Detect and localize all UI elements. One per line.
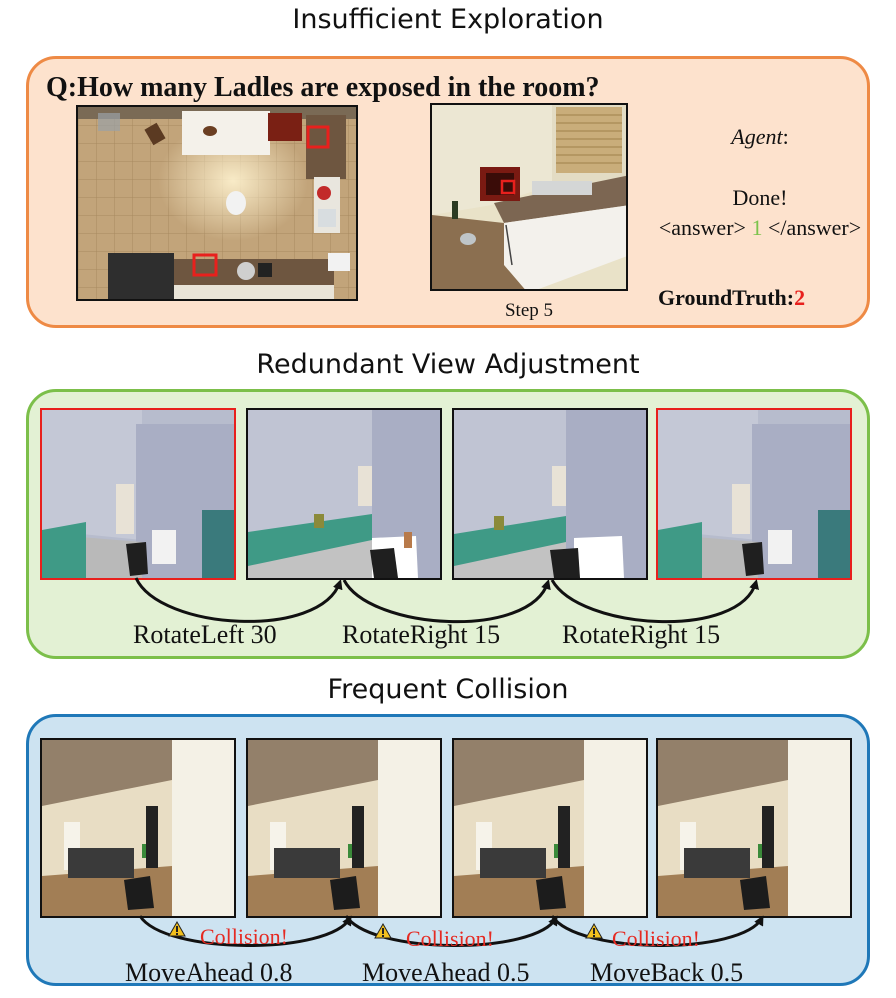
answer-open-tag: <answer> <box>658 215 746 240</box>
redundant-title: Redundant View Adjustment <box>256 349 640 380</box>
bathroom-frame-4 <box>656 408 852 580</box>
top-down-map <box>76 105 358 301</box>
collision-label-3: Collision! <box>612 926 701 951</box>
redundant-action-2: RotateRight 15 <box>342 620 501 649</box>
agent-label: Agent: <box>640 124 880 150</box>
answer-close-tag: </answer> <box>767 215 862 240</box>
ground-truth: GroundTruth:2 <box>658 285 805 311</box>
living-room-frame-3 <box>452 738 648 918</box>
ground-truth-value: 2 <box>794 285 806 310</box>
living-room-frame-2 <box>246 738 442 918</box>
collision-label-2: Collision! <box>406 926 495 951</box>
ground-truth-label: GroundTruth: <box>658 285 795 310</box>
collision-label-1: Collision! <box>200 924 289 949</box>
done-text: Done! <box>732 185 788 210</box>
step-5-view <box>430 103 628 291</box>
redundant-action-1: RotateLeft 30 <box>133 620 277 649</box>
bathroom-frame-3 <box>452 408 648 580</box>
bathroom-frame-1 <box>40 408 236 580</box>
bathroom-frame-2 <box>246 408 442 580</box>
agent-colon: : <box>782 124 789 149</box>
answer-value: 1 <box>751 215 763 240</box>
redundant-action-3: RotateRight 15 <box>562 620 721 649</box>
collision-title: Frequent Collision <box>327 674 569 705</box>
exploration-title: Insufficient Exploration <box>292 4 604 35</box>
step-caption: Step 5 <box>504 300 554 321</box>
agent-name: Agent <box>731 124 783 149</box>
living-room-frame-1 <box>40 738 236 918</box>
question-text: Q:How many Ladles are exposed in the roo… <box>46 72 600 103</box>
collision-action-3: MoveBack 0.5 <box>590 958 744 987</box>
agent-answer: <answer> 1 </answer> <box>640 215 880 241</box>
collision-action-2: MoveAhead 0.5 <box>362 958 530 987</box>
collision-action-1: MoveAhead 0.8 <box>125 958 293 987</box>
living-room-frame-4 <box>656 738 852 918</box>
